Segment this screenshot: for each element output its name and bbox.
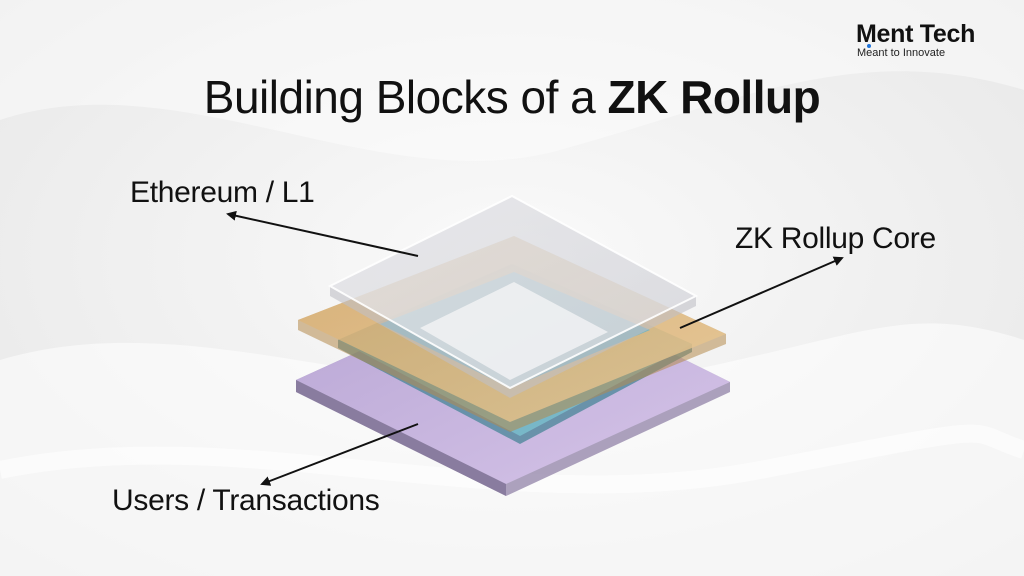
label-ethereum-l1: Ethereum / L1 <box>130 176 315 209</box>
label-users-transactions: Users / Transactions <box>112 484 380 517</box>
layer-ethereum <box>327 194 699 398</box>
arrow-zk-core <box>679 256 844 329</box>
logo-dot <box>867 44 871 48</box>
arrow-users <box>260 423 419 486</box>
logo-tagline: Meant to Innovate <box>857 47 946 59</box>
label-zk-rollup-core: ZK Rollup Core <box>735 222 936 255</box>
arrow-ethereum <box>226 210 419 257</box>
title-highlight: ZK Rollup <box>607 71 821 123</box>
title-prefix: Building Blocks of a <box>203 71 608 123</box>
page-title: Building Blocks of a ZK Rollup <box>0 70 1024 124</box>
brand-logo: Ment Tech Meant to Innovate <box>856 20 1016 64</box>
logo-name: Ment Tech <box>856 20 976 48</box>
